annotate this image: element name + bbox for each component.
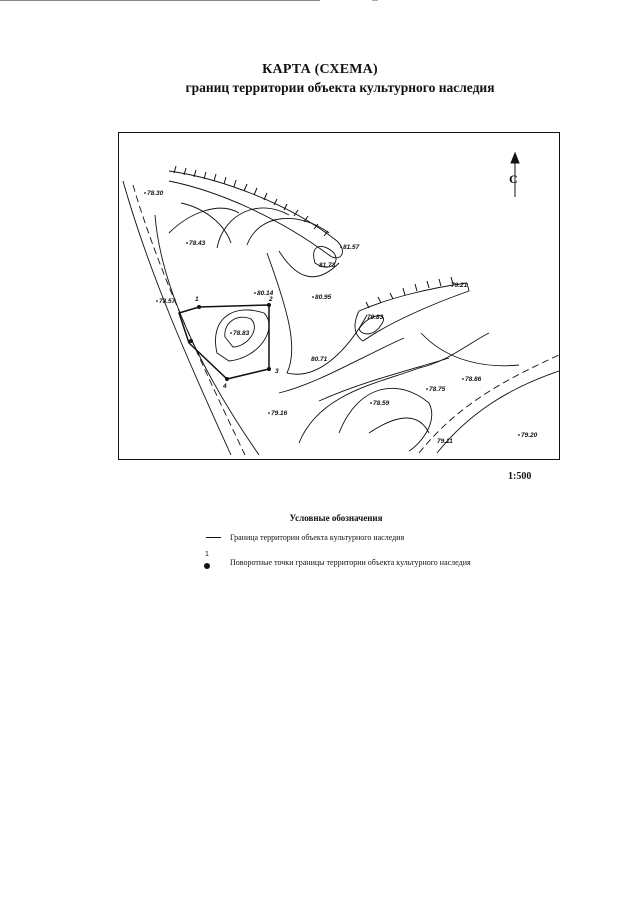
elevation-label: 80.14 (257, 290, 274, 297)
escarpment-top (168, 170, 338, 242)
escarpment-right-bottom (362, 282, 470, 342)
legend-point-number: 1 (205, 551, 209, 558)
road-line-outer (122, 180, 232, 456)
legend-boundary-symbol (206, 537, 221, 538)
point-label-1: 1 (195, 296, 199, 303)
road-line-inner (154, 214, 260, 456)
contour-line (318, 357, 450, 402)
escarpment-bottom (168, 180, 343, 259)
elevation-label: 78.86 (465, 376, 482, 383)
legend-boundary-label: Граница территории объекта культурного н… (230, 533, 405, 542)
road-line-right-dashed (418, 354, 559, 454)
scan-line-mark (372, 0, 378, 1)
scan-line-segment (0, 0, 320, 1)
top-scan-line (0, 0, 640, 2)
legend-points-label: Поворотные точки границы территории объе… (230, 558, 471, 567)
point-label-4: 4 (222, 383, 227, 390)
elevation-label: 79.83 (367, 314, 384, 321)
contour-line (338, 388, 432, 452)
elevation-label: 78.57 (159, 298, 176, 305)
contour-knoll (215, 309, 270, 362)
map-canvas: С 1 2 3 4 78.30 78.43 78.57 78.83 80.14 … (122, 151, 559, 456)
contour-hilltop (313, 246, 337, 268)
north-label: С (509, 172, 518, 186)
map-frame: С 1 2 3 4 78.30 78.43 78.57 78.83 80.14 … (118, 132, 560, 460)
elevation-label: 78.59 (373, 400, 390, 407)
road-line-dashed (132, 184, 246, 456)
page-title: КАРТА (СХЕМА) (262, 62, 378, 77)
elevation-label: 78.30 (147, 190, 164, 197)
contour-line (278, 337, 405, 394)
elevation-label: 79.21 (451, 282, 468, 289)
elevation-label: 78.75 (429, 386, 446, 393)
contour-line (278, 250, 340, 278)
contour-line (168, 207, 240, 234)
elevation-label: 81.57 (343, 244, 360, 251)
contour-line (266, 252, 368, 375)
contour-knoll (224, 316, 255, 348)
contour-line (216, 207, 290, 249)
elevation-label: 79.11 (437, 438, 453, 445)
contour-line (246, 217, 330, 246)
contour-line (180, 202, 232, 244)
elevation-label: 78.83 (233, 330, 250, 337)
elevation-label: 80.71 (311, 356, 328, 363)
elevation-label: 81.73 (319, 262, 336, 269)
point-label-3: 3 (275, 368, 279, 375)
elevation-label: 79.20 (521, 432, 538, 439)
contour-line (368, 417, 430, 434)
contour-line (298, 332, 490, 444)
elevation-label: 80.95 (315, 294, 332, 301)
contour-hilltop (358, 315, 384, 335)
legend-title: Условные обозначения (289, 513, 383, 523)
elevation-label: 78.43 (189, 240, 206, 247)
legend-point-symbol: 1 (202, 551, 214, 575)
road-line-right (436, 370, 559, 454)
map-scale: 1:500 (508, 471, 532, 482)
legend-point-dot (204, 563, 210, 569)
point-label-2: 2 (268, 296, 273, 303)
contour-line (420, 332, 520, 367)
elevation-label: 79.16 (271, 410, 288, 417)
page-subtitle: границ территории объекта культурного на… (185, 80, 495, 95)
